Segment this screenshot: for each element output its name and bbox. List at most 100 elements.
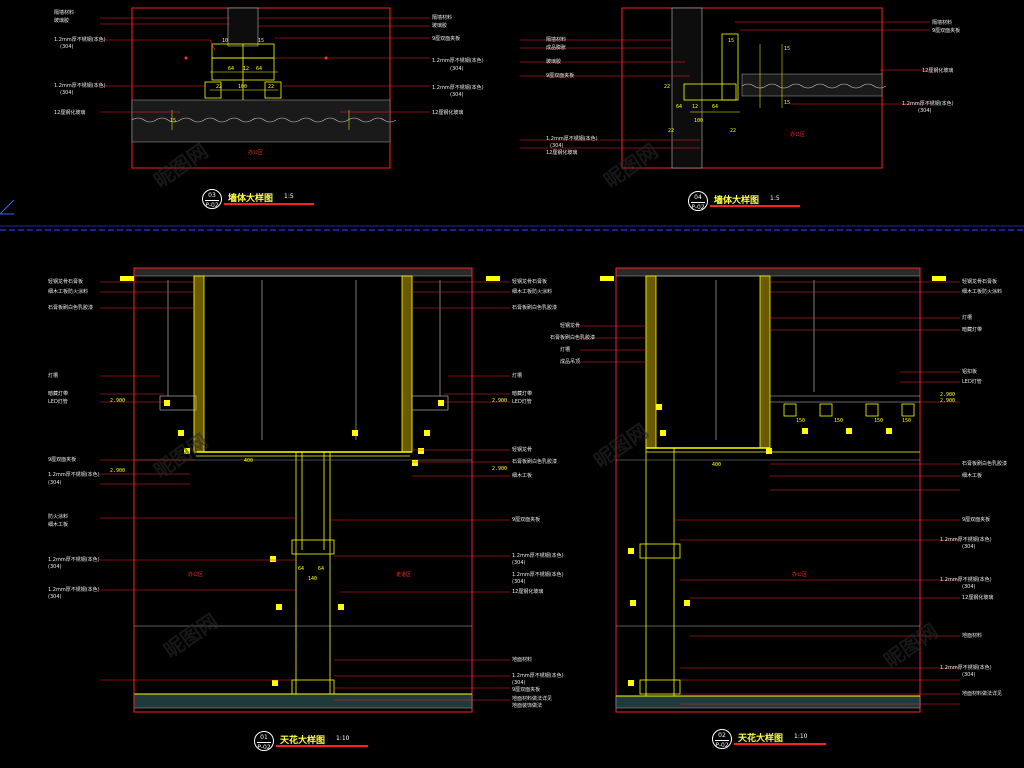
annotation: 成品膨胀	[546, 45, 567, 51]
annotation: 1.2mm厚不锈钢(本色)	[512, 673, 564, 679]
room-label: 走道区	[396, 572, 412, 578]
detail-01-floor	[133, 693, 473, 709]
annotation: 石膏板刷白色乳胶漆	[512, 459, 558, 465]
annotation: 暗藏灯带	[512, 391, 533, 397]
annotation: 细木工板	[48, 522, 69, 528]
drawing-title: 墙体大样图	[228, 194, 274, 204]
annotation: 地面材料做法详见	[962, 691, 1003, 697]
annotation: 1.2mm厚不锈钢(本色)	[432, 85, 484, 91]
annotation: 12厘钢化玻璃	[432, 110, 464, 116]
dimension: 64	[228, 66, 235, 72]
annotation: (304)	[48, 594, 62, 600]
detail-02-floor	[615, 695, 921, 709]
room-label: 办公区	[792, 572, 808, 578]
dimension: 15	[784, 46, 791, 52]
dimension: 2.900	[492, 466, 508, 472]
annotation: 暗藏灯带	[48, 391, 69, 397]
annotation: 1.2mm厚不锈钢(本色)	[54, 37, 106, 43]
detail-02	[580, 267, 960, 713]
detail-03-hatch	[131, 117, 397, 123]
title-underline	[710, 205, 800, 207]
annotation: 玻璃胶	[432, 23, 448, 29]
dimension: 2.900	[492, 398, 508, 404]
annotation: 9厘双面夹板	[48, 457, 77, 463]
annotation: 玻璃胶	[54, 18, 70, 24]
annotation: (304)	[48, 480, 62, 486]
detail-03-frame	[131, 7, 391, 169]
annotation: 细木工板	[512, 473, 533, 479]
annotation: (304)	[60, 44, 74, 50]
drawing-title: 墙体大样图	[714, 196, 760, 206]
annotation: 1.2mm厚不锈钢(本色)	[902, 101, 954, 107]
annotation: 细木工板防火涂料	[512, 289, 553, 295]
title-underline	[276, 745, 368, 747]
dimension: 22	[668, 128, 675, 134]
detail-02-partition	[645, 447, 675, 697]
annotation: (304)	[512, 579, 526, 585]
annotation: 12厘钢化玻璃	[546, 150, 578, 156]
dimension: 150	[834, 418, 844, 424]
dimension: 150	[874, 418, 884, 424]
annotation: 隔墙材料	[432, 15, 453, 21]
annotation: 铝扣板	[962, 369, 978, 375]
room-label: 办公区	[790, 132, 806, 138]
annotation: 细木工板防火涂料	[962, 289, 1003, 295]
dimension: 15	[728, 38, 735, 44]
annotation: 1.2mm厚不锈钢(本色)	[512, 553, 564, 559]
annotation: 地面材料	[962, 633, 983, 639]
dimension: 10	[222, 38, 229, 44]
detail-03-glass-band	[131, 99, 391, 143]
detail-01-slab	[133, 267, 473, 277]
title-underline	[734, 743, 826, 745]
annotation: (304)	[962, 672, 976, 678]
drawing-scale: 1:5	[770, 195, 780, 202]
annotation: 防火涂料	[48, 514, 69, 520]
dimension: 400	[712, 462, 722, 468]
dimension: 64	[712, 104, 719, 110]
dimension: 2.900	[110, 468, 126, 474]
annotation: 1.2mm厚不锈钢(本色)	[940, 665, 992, 671]
annotation: 9厘双面夹板	[512, 517, 541, 523]
annotation: 9厘双面夹板	[962, 517, 991, 523]
detail-03-wall	[227, 7, 259, 47]
annotation: (304)	[450, 66, 464, 72]
dimension: 22	[268, 84, 275, 90]
dimension: 12	[243, 66, 250, 72]
annotation: 石膏板刷白色乳胶漆	[550, 335, 596, 341]
dimension: 400	[244, 458, 254, 464]
annotation: (304)	[962, 584, 976, 590]
annotation: 轻钢龙骨石膏板	[512, 279, 548, 285]
dimension: 64	[298, 566, 305, 572]
annotation: 地面装饰做法	[512, 703, 543, 709]
annotation: 1.2mm厚不锈钢(本色)	[48, 472, 100, 478]
annotation: 玻璃胶	[546, 59, 562, 65]
annotation: (304)	[550, 143, 564, 149]
detail-04-wall	[671, 7, 703, 169]
dimension: 100	[694, 118, 704, 124]
annotation: 灯槽	[512, 373, 523, 379]
title-underline	[224, 203, 314, 205]
drawing-scale: 1:5	[284, 193, 294, 200]
detail-02-slab	[615, 267, 921, 277]
dimension: 12	[692, 104, 699, 110]
dimension: 64	[256, 66, 263, 72]
annotation: 石膏板刷白色乳胶漆	[512, 305, 558, 311]
annotation: LED灯管	[48, 399, 68, 405]
drawing-number-bubble: 01 P-02	[254, 731, 274, 751]
annotation: 1.2mm厚不锈钢(本色)	[54, 83, 106, 89]
annotation: 细木工板防火涂料	[48, 289, 89, 295]
dimension: 2.900	[940, 398, 956, 404]
annotation: 轻钢龙骨	[560, 323, 581, 329]
annotation: 成品吊顶	[560, 359, 581, 365]
dimension: 64	[318, 566, 325, 572]
annotation: (304)	[962, 544, 976, 550]
annotation: 灯槽	[962, 315, 973, 321]
annotation: 1.2mm厚不锈钢(本色)	[940, 537, 992, 543]
annotation: 轻钢龙骨石膏板	[962, 279, 998, 285]
dimension: 22	[664, 84, 671, 90]
annotation: 1.2mm厚不锈钢(本色)	[48, 587, 100, 593]
annotation: 轻钢龙骨石膏板	[48, 279, 84, 285]
dimension: 15	[784, 100, 791, 106]
detail-03	[100, 7, 430, 169]
annotation: 1.2mm厚不锈钢(本色)	[546, 136, 598, 142]
